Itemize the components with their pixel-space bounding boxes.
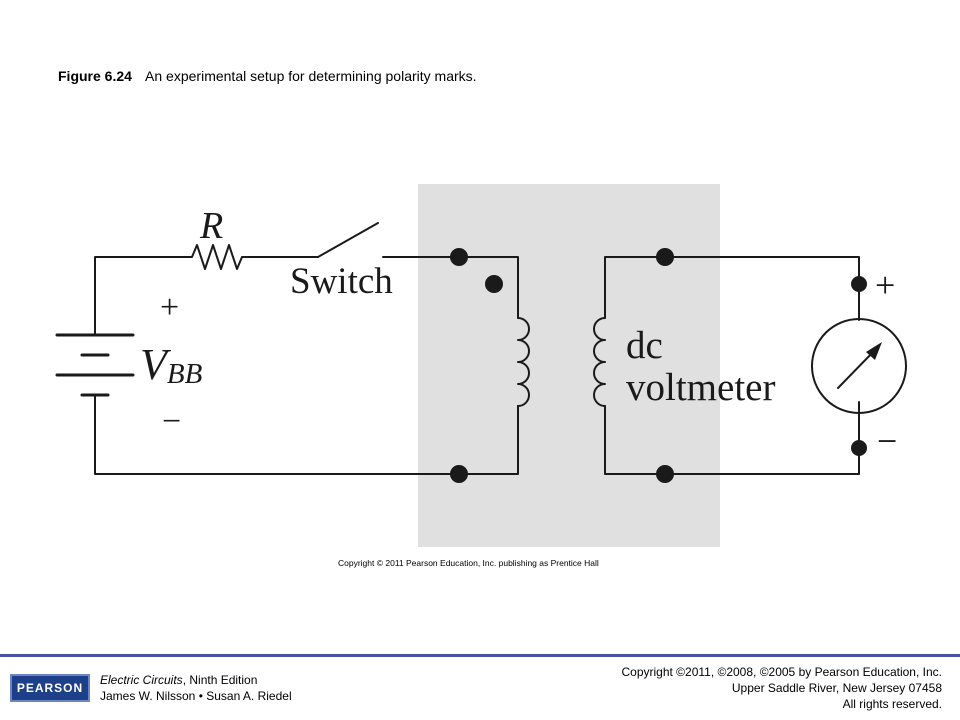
meter-label-line1: dc [626, 324, 663, 367]
book-title-line: Electric Circuits, Ninth Edition [100, 672, 292, 688]
figure-caption-text: An experimental setup for determining po… [145, 68, 477, 84]
footer-copyright: Copyright ©2011, ©2008, ©2005 by Pearson… [621, 664, 942, 712]
terminal-secondary-bottom [656, 465, 674, 483]
book-authors: James W. Nilsson • Susan A. Riedel [100, 689, 292, 703]
voltmeter-needle-arrow [866, 342, 882, 360]
pearson-logo: PEARSON [10, 674, 90, 702]
primary-coil [517, 317, 530, 407]
voltmeter-circle [811, 318, 907, 414]
source-minus: − [162, 403, 181, 440]
polarity-dot-primary [485, 275, 503, 293]
voltmeter-terminal-minus [851, 440, 867, 456]
figure-copyright: Copyright © 2011 Pearson Education, Inc.… [338, 558, 599, 568]
wire-top-left [94, 256, 183, 336]
resistor-label: R [199, 205, 223, 247]
voltmeter-needle [837, 348, 877, 389]
terminal-secondary-top [656, 248, 674, 266]
wire-secondary-bottom [604, 401, 860, 475]
figure-caption: Figure 6.24 An experimental setup for de… [58, 68, 477, 84]
voltmeter-terminal-plus [851, 276, 867, 292]
footer-copyright-line1: Copyright ©2011, ©2008, ©2005 by Pearson… [621, 665, 942, 679]
footer-copyright-line3: All rights reserved. [842, 697, 942, 711]
source-label: VBB [140, 340, 203, 390]
transformer-panel [418, 184, 720, 547]
switch-blade [317, 222, 379, 258]
secondary-coil [593, 317, 606, 407]
meter-minus: − [877, 421, 897, 461]
terminal-primary-bottom [450, 465, 468, 483]
footer-divider [0, 654, 960, 657]
terminal-primary-top [450, 248, 468, 266]
circuit-diagram: R Switch + VBB − dc voltmeter + − [55, 184, 907, 547]
figure-label: Figure 6.24 [58, 68, 132, 84]
book-edition: , Ninth Edition [182, 673, 258, 687]
meter-plus: + [875, 265, 895, 305]
wire-primary-top [458, 256, 519, 319]
resistor-r [181, 244, 246, 270]
source-plus: + [160, 289, 179, 326]
meter-label-line2: voltmeter [626, 366, 775, 409]
book-title: Electric Circuits [100, 673, 183, 687]
wire-primary-bottom [94, 394, 519, 475]
book-info: Electric Circuits, Ninth Edition James W… [100, 672, 292, 704]
footer-copyright-line2: Upper Saddle River, New Jersey 07458 [731, 681, 942, 695]
switch-label: Switch [290, 261, 393, 302]
